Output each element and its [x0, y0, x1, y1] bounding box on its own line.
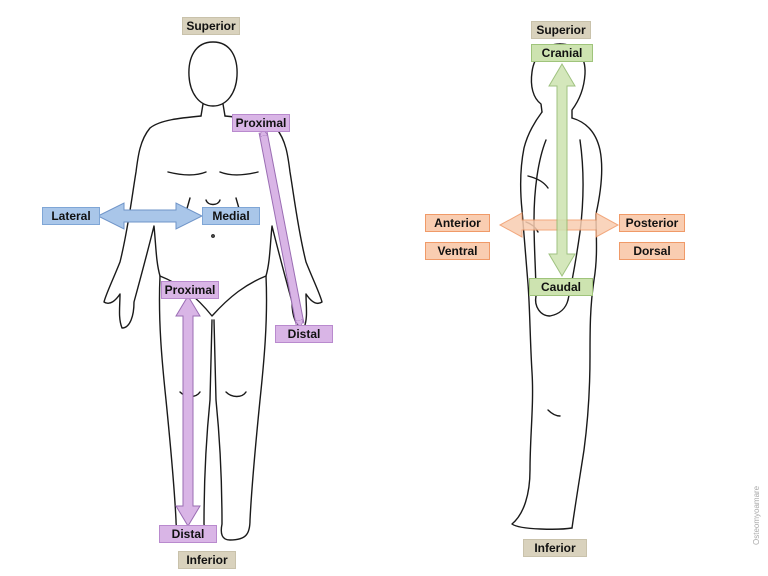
front-superior-label: Superior [182, 17, 240, 35]
medial-label: Medial [202, 207, 260, 225]
lateral-medial-arrow [96, 202, 204, 230]
posterior-label: Posterior [619, 214, 685, 232]
dorsal-label: Dorsal [619, 242, 685, 260]
leg-proximal-distal-arrow [175, 295, 201, 527]
caudal-label: Caudal [529, 278, 593, 296]
arm-distal-label: Distal [275, 325, 333, 343]
arm-proximal-distal-arrow [258, 132, 305, 324]
anterior-label: Anterior [425, 214, 490, 232]
leg-distal-label: Distal [159, 525, 217, 543]
front-inferior-label: Inferior [178, 551, 236, 569]
watermark-text: Osteomyoamare [752, 485, 761, 545]
leg-proximal-label: Proximal [161, 281, 219, 299]
cranial-caudal-arrow [548, 63, 576, 277]
side-superior-label: Superior [531, 21, 591, 39]
side-inferior-label: Inferior [523, 539, 587, 557]
ventral-label: Ventral [425, 242, 490, 260]
cranial-label: Cranial [531, 44, 593, 62]
lateral-label: Lateral [42, 207, 100, 225]
arm-proximal-label: Proximal [232, 114, 290, 132]
